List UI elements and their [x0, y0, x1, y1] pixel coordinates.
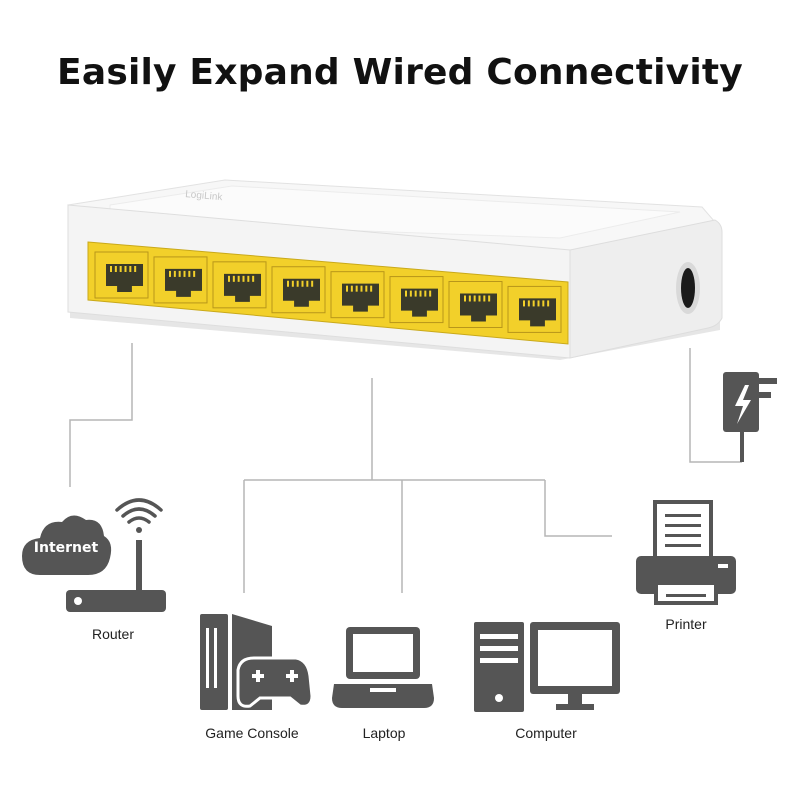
- connection-lines: [69, 343, 742, 593]
- power-adapter-icon: [723, 372, 777, 462]
- printer-label: Printer: [665, 616, 707, 632]
- computer-icon: [474, 622, 620, 712]
- ethernet-port: [212, 261, 267, 309]
- ethernet-port: [153, 256, 208, 304]
- router-label: Router: [91, 626, 135, 642]
- switch-brand: LogiLink: [185, 189, 224, 203]
- ethernet-port: [94, 251, 149, 299]
- printer-icon: [636, 500, 736, 605]
- ethernet-port: [507, 285, 562, 333]
- computer-label: Computer: [515, 725, 577, 741]
- ethernet-port: [330, 271, 385, 319]
- ethernet-port: [389, 276, 444, 324]
- ethernet-port: [448, 281, 503, 328]
- wifi-icon: [115, 498, 163, 524]
- ethernet-port: [271, 266, 326, 314]
- internet-cloud-icon: [22, 515, 112, 575]
- printer-line: [544, 480, 612, 537]
- router-icon: [22, 498, 166, 612]
- game-console-label: Game Console: [205, 725, 299, 741]
- router-line: [69, 343, 133, 487]
- laptop-icon: [332, 627, 434, 708]
- ethernet-ports: [94, 251, 562, 333]
- game-console-icon: [200, 614, 314, 710]
- internet-label: Internet: [34, 540, 99, 556]
- page-title: Easily Expand Wired Connectivity: [57, 52, 743, 93]
- port-panel: [87, 241, 569, 345]
- laptop-label: Laptop: [362, 725, 406, 741]
- power-line: [689, 348, 742, 463]
